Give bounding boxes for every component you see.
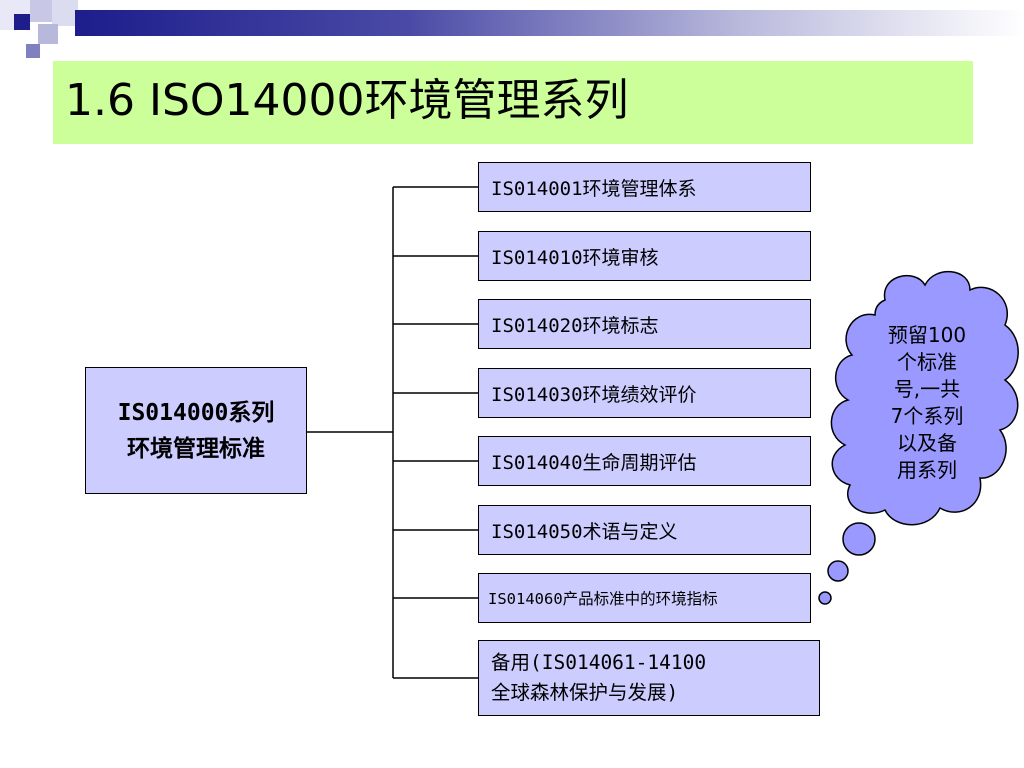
branch-box-iso14020: IS014020环境标志 [478, 299, 811, 349]
decor-square [14, 14, 30, 30]
branch-label: IS014020环境标志 [491, 314, 659, 337]
main-node-line1: IS014000系列 [117, 399, 275, 426]
branch-label-line2: 全球森林保护与发展) [491, 681, 679, 704]
callout-line: 个标准 [897, 350, 957, 374]
decor-square [52, 0, 78, 26]
branch-label: IS014040生命周期评估 [491, 451, 697, 474]
branch-label: IS014050术语与定义 [491, 520, 678, 543]
branch-box-iso14040: IS014040生命周期评估 [478, 436, 811, 486]
callout-line: 以及备 [897, 431, 957, 455]
thought-cloud [818, 270, 1019, 605]
callout-line: 预留100 [887, 323, 967, 347]
branch-box-iso14001: IS014001环境管理体系 [478, 162, 811, 212]
cloud-callout-text: 预留100 个标准 号,一共 7个系列 以及备 用系列 [868, 322, 986, 484]
main-node-line2: 环境管理标准 [127, 435, 265, 462]
thought-bubble [842, 522, 876, 556]
callout-line: 用系列 [897, 458, 957, 482]
slide-title: 1.6 ISO14000环境管理系列 [65, 75, 629, 126]
decor-square [30, 0, 52, 22]
thought-bubble [818, 591, 832, 605]
decor-square [26, 44, 40, 58]
header-gradient-bar [75, 10, 1024, 36]
branch-label: IS014001环境管理体系 [491, 177, 697, 200]
branch-box-reserved: 备用(IS014061-14100 全球森林保护与发展) [478, 640, 820, 716]
main-standard-box: IS014000系列 环境管理标准 [85, 367, 307, 494]
branch-label: IS014060产品标准中的环境指标 [488, 590, 718, 608]
branch-box-iso14050: IS014050术语与定义 [478, 505, 811, 555]
branch-label-line1: 备用(IS014061-14100 [491, 651, 707, 674]
branch-label: IS014010环境审核 [491, 246, 659, 269]
branch-box-iso14030: IS014030环境绩效评价 [478, 368, 811, 418]
callout-line: 7个系列 [890, 404, 964, 428]
callout-line: 号,一共 [893, 377, 961, 401]
title-banner: 1.6 ISO14000环境管理系列 [53, 61, 973, 144]
thought-bubble [827, 560, 849, 582]
branch-box-iso14010: IS014010环境审核 [478, 231, 811, 281]
branch-label: IS014030环境绩效评价 [491, 383, 697, 406]
decor-square [38, 24, 58, 44]
branch-box-iso14060: IS014060产品标准中的环境指标 [478, 573, 811, 623]
